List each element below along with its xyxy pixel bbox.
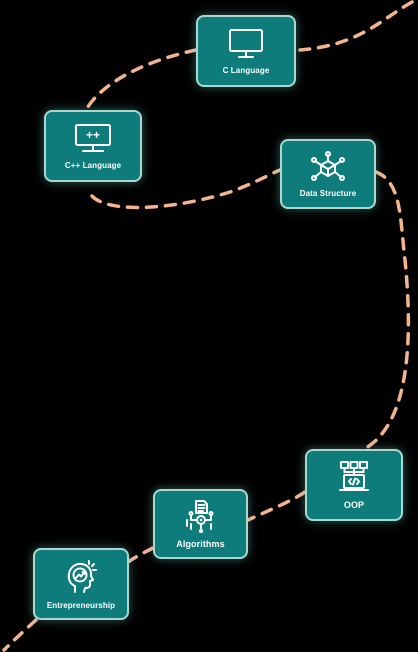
roadmap-node-entrepreneurship[interactable]: Entrepreneurship [33,548,129,620]
roadmap-path-algo-to-ent [126,546,155,564]
roadmap-node-c-language[interactable]: C Language [196,15,296,87]
roadmap-path-cpp-to-ds [90,168,282,210]
cube-network-icon [311,150,345,181]
node-label-algorithms: Algorithms [176,539,225,549]
roadmap-path-oop-to-algo [246,490,307,522]
node-label-data-structure: Data Structure [299,188,357,198]
monitor-plus-plus-icon: ++ [75,123,111,152]
roadmap-node-data-structure[interactable]: Data Structure [280,139,376,209]
roadmap-node-cpp-language[interactable]: ++ C++ Language [44,110,142,182]
node-label-c-language: C Language [222,65,270,75]
monitor-icon [229,28,263,58]
head-growth-chart-icon [67,559,97,593]
document-gear-circuit-icon [185,500,213,533]
node-label-cpp-language: C++ Language [64,160,122,170]
roadmap-path-c-to-cpp [84,48,198,112]
roadmap-path-bottom-exit [2,618,38,652]
roadmap-path-top-entry [298,0,414,52]
roadmap-node-algorithms[interactable]: Algorithms [153,489,248,559]
roadmap-node-oop[interactable]: OOP [305,449,403,521]
node-label-oop: OOP [343,500,365,510]
laptop-code-hierarchy-icon [339,461,369,491]
node-label-entrepreneurship: Entrepreneurship [46,600,116,610]
roadmap-path-ds-to-oop [364,170,411,450]
plus-plus-glyph: ++ [86,128,100,142]
